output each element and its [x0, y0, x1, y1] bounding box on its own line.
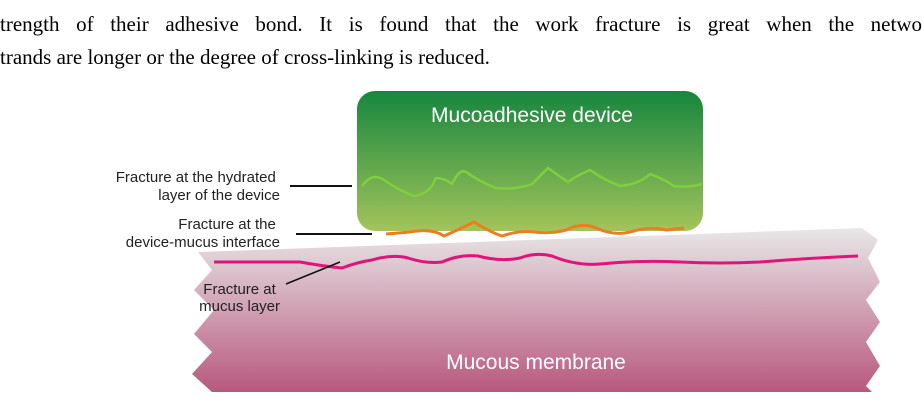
mucus-fracture-label-line-1: Fracture at [203, 281, 276, 298]
paragraph-line-2: trands are longer or the degree of cross… [0, 45, 490, 69]
body-paragraph: trength of their adhesive bond. It is fo… [0, 8, 922, 74]
mucus-layer-fracture-line [214, 252, 859, 270]
interface-fracture-label-line-2: device-mucus interface [126, 234, 280, 251]
hydrated-layer-fracture-line [360, 166, 703, 198]
interface-fracture-label-line-1: Fracture at the [178, 216, 276, 233]
hydrated-fracture-label: Fracture at the hydrated layer of the de… [116, 169, 280, 204]
hydrated-fracture-label-line-1: Fracture at the hydrated [116, 169, 276, 186]
paragraph-line-1: trength of their adhesive bond. It is fo… [0, 12, 922, 36]
interface-fracture-label: Fracture at the device-mucus interface [126, 216, 280, 251]
device-title: Mucoadhesive device [431, 104, 633, 127]
interface-fracture-line [385, 220, 685, 238]
mucous-membrane-shape [192, 228, 880, 392]
mucoadhesive-device-shape [357, 91, 703, 231]
mucus-fracture-label-line-2: mucus layer [199, 298, 280, 315]
mucus-fracture-label: Fracture at mucus layer [199, 281, 280, 315]
membrane-title: Mucous membrane [446, 351, 626, 374]
hydrated-fracture-label-line-2: layer of the device [158, 187, 280, 204]
mucus-leader-line [285, 261, 341, 285]
